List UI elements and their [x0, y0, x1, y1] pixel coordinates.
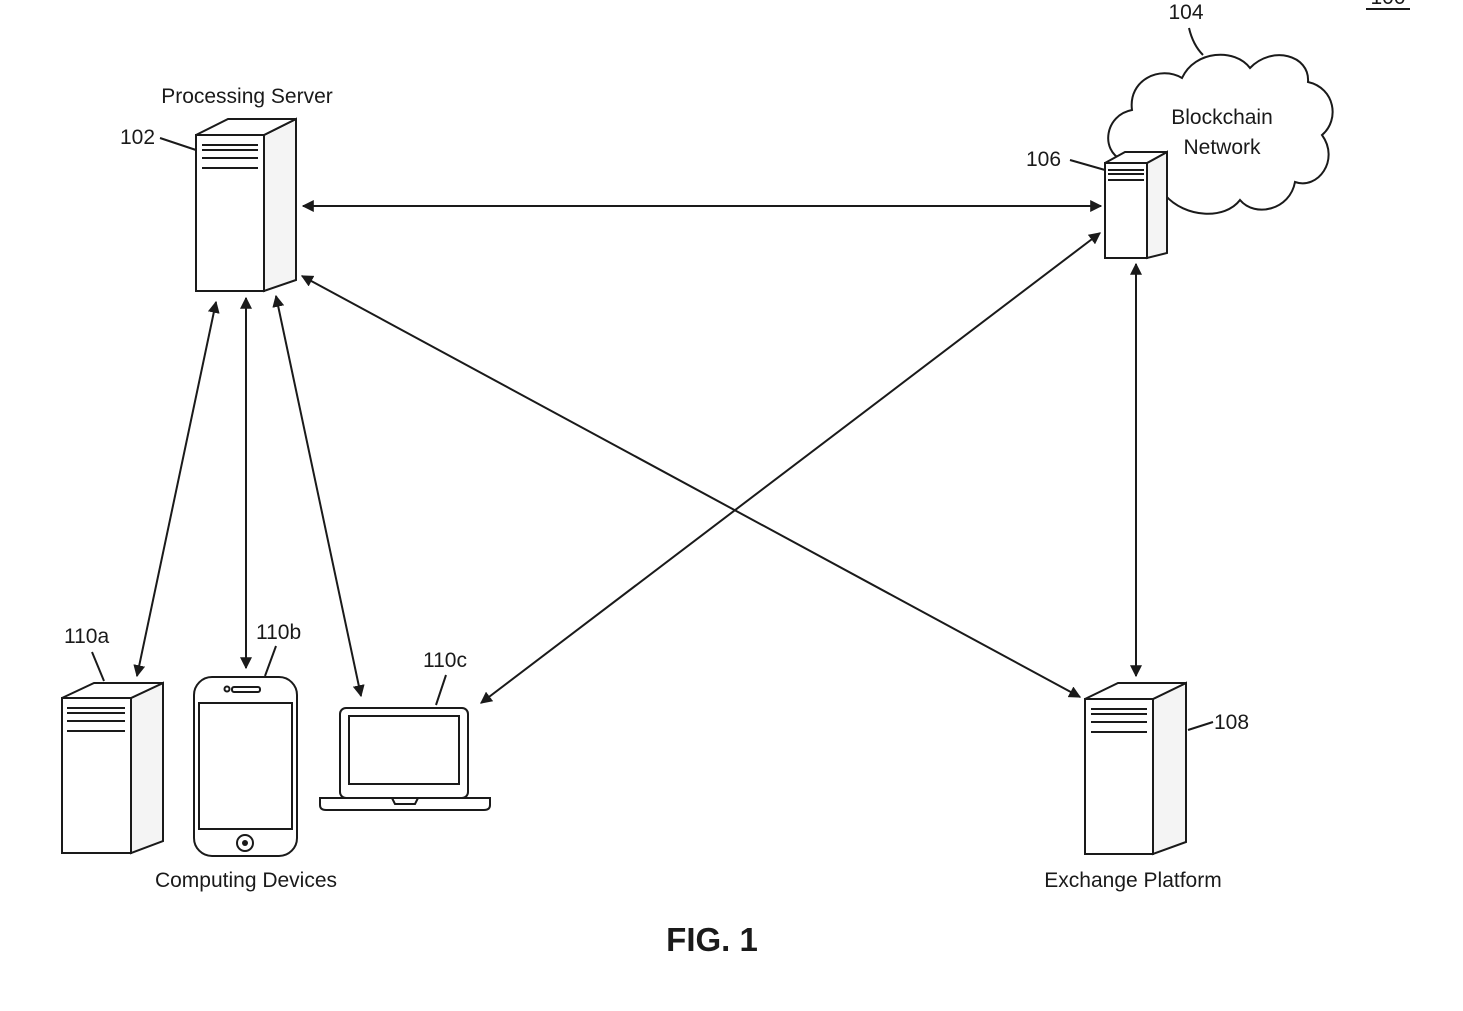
sheet-ref-label: 100 — [1370, 0, 1405, 9]
processing-server-label: Processing Server — [161, 85, 333, 108]
arrow-server-to-device-a — [137, 302, 216, 676]
figure-caption: FIG. 1 — [666, 921, 758, 958]
blockchain-node-server-icon — [1105, 152, 1167, 258]
arrow-server-to-exchange — [302, 276, 1080, 697]
device-a-leader — [92, 652, 104, 681]
arrow-blockchain-to-device-c — [481, 233, 1100, 703]
blockchain-network-ref: 104 — [1168, 1, 1203, 24]
processing-server-ref: 102 — [120, 126, 155, 149]
device-a-server-icon — [62, 683, 163, 853]
blockchain-network-label-line1: Blockchain — [1171, 106, 1273, 129]
device-b-ref: 110b — [256, 621, 301, 644]
exchange-platform-label: Exchange Platform — [1044, 869, 1221, 892]
blockchain-network-label-line2: Network — [1183, 136, 1261, 159]
device-c-laptop-icon — [320, 708, 490, 810]
exchange-platform-ref: 108 — [1214, 711, 1249, 734]
processing-server-icon — [196, 119, 296, 291]
device-c-ref: 110c — [423, 649, 467, 672]
exchange-platform-server-icon — [1085, 683, 1186, 854]
device-b-phone-icon — [194, 677, 297, 856]
blockchain-network-leader — [1189, 28, 1203, 55]
blockchain-node-leader — [1070, 160, 1105, 170]
exchange-platform-leader — [1188, 722, 1213, 730]
blockchain-node-ref: 106 — [1026, 148, 1061, 171]
computing-devices-label: Computing Devices — [155, 869, 337, 892]
device-b-leader — [265, 646, 276, 676]
device-a-ref: 110a — [64, 625, 109, 648]
processing-server-leader — [160, 138, 196, 150]
device-c-leader — [436, 675, 446, 705]
